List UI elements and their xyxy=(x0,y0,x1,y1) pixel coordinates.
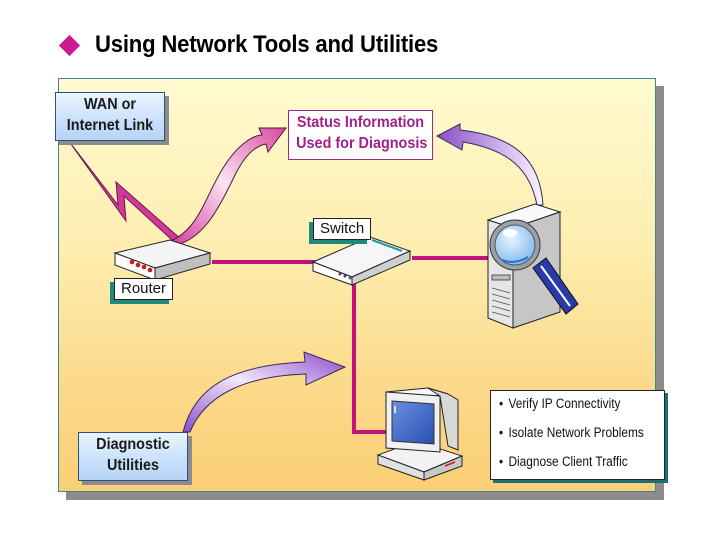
bullet-icon: • xyxy=(499,425,504,440)
diagnostic-utilities-label: Diagnostic Utilities xyxy=(78,432,188,481)
network-cables xyxy=(212,256,488,434)
diagnostic-label-line1: Diagnostic xyxy=(96,436,170,453)
router-label: Router xyxy=(114,278,174,300)
server-magnifier-icon xyxy=(486,203,579,329)
diagnostic-label-line2: Utilities xyxy=(106,457,160,474)
diagnostic-tasks-list: • Verify IP Connectivity • Isolate Network… xyxy=(490,390,665,480)
slide-title-row: Using Network Tools and Utilities xyxy=(58,28,468,62)
lightning-bolt-icon xyxy=(67,139,184,241)
wan-internet-link-label: WAN or Internet Link xyxy=(55,92,165,141)
arrow-diagnostic-to-workstation xyxy=(182,351,347,433)
status-information-label: Status Information Used for Diagnosis xyxy=(288,110,433,160)
arrow-router-to-status xyxy=(166,127,287,245)
list-item: • Verify IP Connectivity xyxy=(499,396,620,411)
task-text: Isolate Network Problems xyxy=(508,425,644,440)
status-label-line1: Status Information xyxy=(296,114,425,131)
wan-label-line1: WAN or xyxy=(83,96,137,113)
desktop-computer-icon xyxy=(376,387,464,481)
switch-icon xyxy=(311,236,412,286)
status-label-line2: Used for Diagnosis xyxy=(296,135,428,152)
wan-label-line2: Internet Link xyxy=(66,117,154,134)
arrow-server-to-status xyxy=(435,123,544,206)
bullet-icon: • xyxy=(499,396,504,411)
task-text: Diagnose Client Traffic xyxy=(508,454,628,469)
list-item: • Isolate Network Problems xyxy=(499,425,644,440)
cable-switch-workstation xyxy=(352,282,386,434)
slide-title: Using Network Tools and Utilities xyxy=(95,31,439,58)
list-item: • Diagnose Client Traffic xyxy=(499,454,628,469)
switch-label: Switch xyxy=(313,218,372,240)
bullet-icon: • xyxy=(499,454,504,469)
task-text: Verify IP Connectivity xyxy=(508,396,621,411)
router-icon xyxy=(113,239,212,281)
